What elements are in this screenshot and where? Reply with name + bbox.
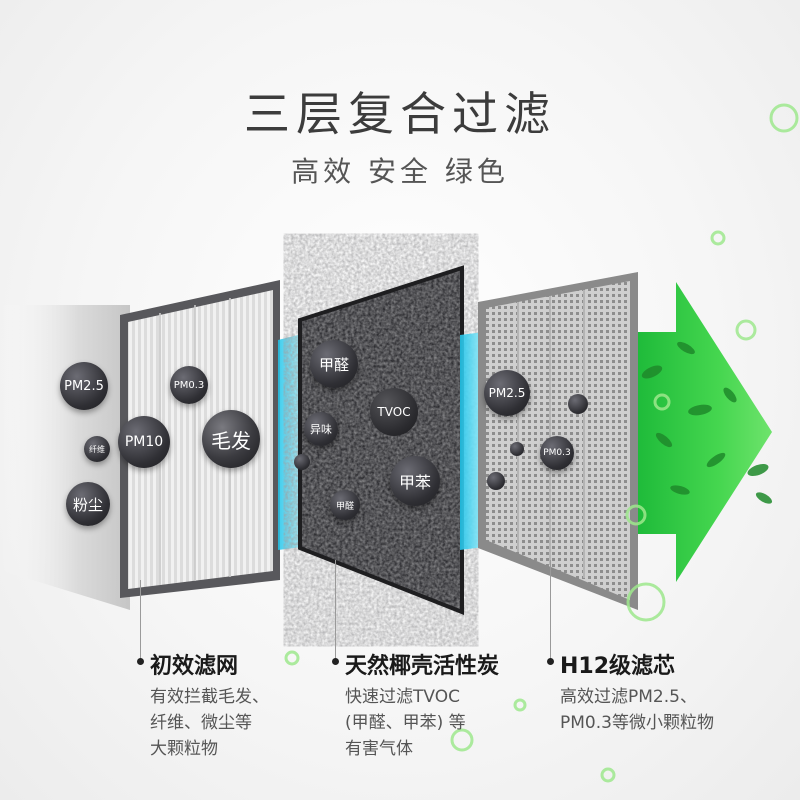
leader-line <box>335 560 336 662</box>
particle-odor: 异味 <box>304 412 338 446</box>
leader-line <box>550 560 551 662</box>
leader-line <box>140 580 141 662</box>
particle-tvoc: TVOC <box>370 388 418 436</box>
page-title: 三层复合过滤 <box>244 87 556 141</box>
bubbles <box>284 103 799 783</box>
particle-dot <box>294 454 310 470</box>
bullet-dot <box>137 658 144 665</box>
particle-pm10: PM10 <box>118 416 170 468</box>
primary-filter-panel <box>120 280 280 598</box>
page-subtitle: 高效 安全 绿色 <box>291 155 509 188</box>
particle-dot <box>487 472 505 490</box>
bullet-dot <box>332 658 339 665</box>
particle-formaldehyde: 甲醛 <box>310 340 358 388</box>
particle-formaldehyde-small: 甲醛 <box>330 490 360 520</box>
particle-dust: 粉尘 <box>66 482 110 526</box>
layer3-name: H12级滤芯 <box>560 654 676 679</box>
particle-toluene: 甲苯 <box>390 456 440 506</box>
bullet-dot <box>547 658 554 665</box>
layer2-name: 天然椰壳活性炭 <box>345 654 500 679</box>
particle-hair: 毛发 <box>202 410 260 468</box>
layer3-description: 高效过滤PM2.5、 PM0.3等微小颗粒物 <box>560 687 714 733</box>
particle-dot <box>568 394 588 414</box>
layer1-name: 初效滤网 <box>150 654 239 679</box>
particle-pm25: PM2.5 <box>60 362 108 410</box>
particle-pm25-hepa: PM2.5 <box>484 370 530 416</box>
particle-pm03: PM0.3 <box>170 366 208 404</box>
layer2-description: 快速过滤TVOC (甲醛、甲苯) 等 有害气体 <box>345 687 466 759</box>
particle-pm03-hepa: PM0.3 <box>540 436 574 470</box>
particle-dot <box>510 442 524 456</box>
particle-fiber: 纤维 <box>84 436 110 462</box>
layer1-description: 有效拦截毛发、 纤维、微尘等 大颗粒物 <box>150 687 269 759</box>
clean-air-arrow <box>638 282 773 582</box>
